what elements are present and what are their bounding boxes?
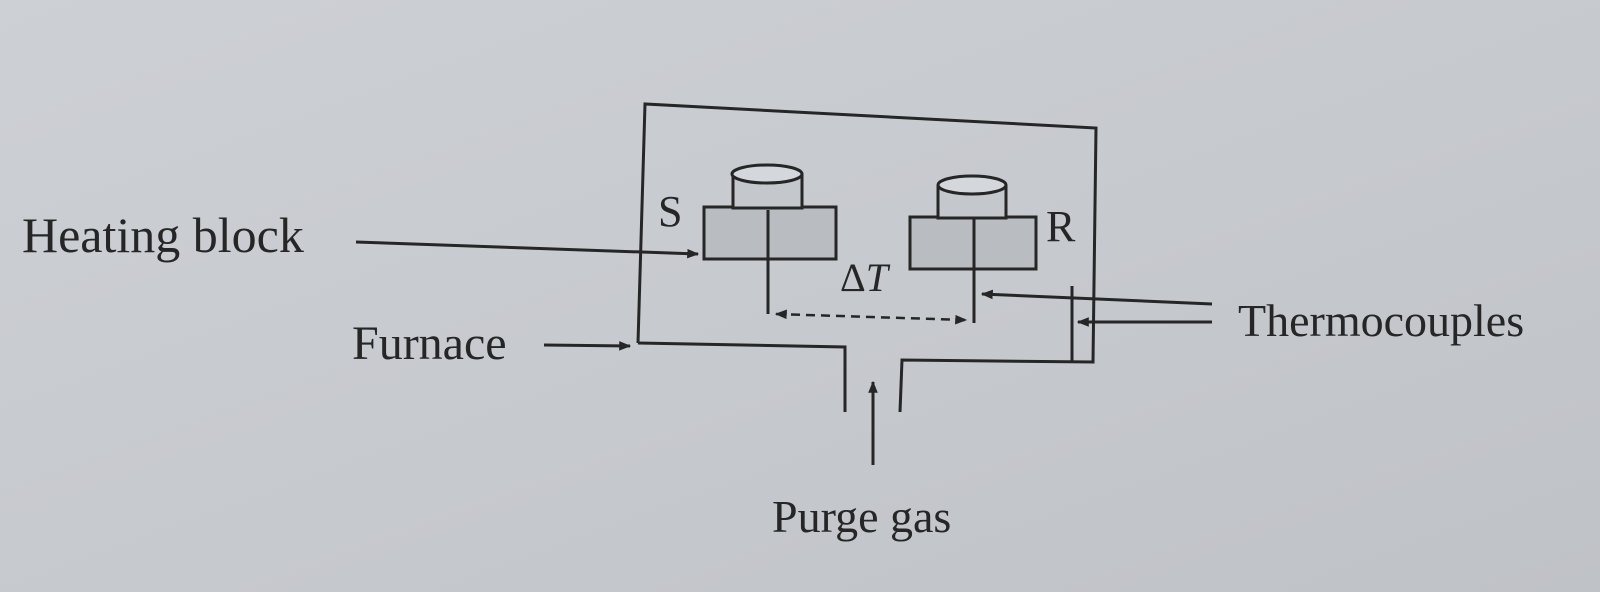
furnace-label: Furnace	[352, 317, 507, 370]
reference-label: R	[1046, 202, 1076, 251]
sample-block	[702, 205, 838, 261]
thermocouple-arrow-upper	[980, 289, 1213, 306]
furnace-arrow	[543, 341, 632, 351]
purge-gas-label: Purge gas	[772, 491, 952, 542]
sample-label: S	[658, 187, 683, 236]
furnace-enclosure	[636, 102, 1098, 413]
delta-symbol: Δ	[840, 255, 866, 300]
heating-block-arrow	[355, 240, 700, 259]
sample-holder	[702, 163, 838, 261]
reference-pan-rim	[936, 174, 1008, 196]
delta-t-label: ΔT	[840, 258, 888, 298]
delta-t-arrow	[774, 309, 968, 325]
delta-variable: T	[865, 255, 888, 300]
thermocouples-label: Thermocouples	[1238, 295, 1525, 346]
heating-block-label: Heating block	[22, 207, 304, 263]
sample-pan-rim	[730, 163, 804, 185]
